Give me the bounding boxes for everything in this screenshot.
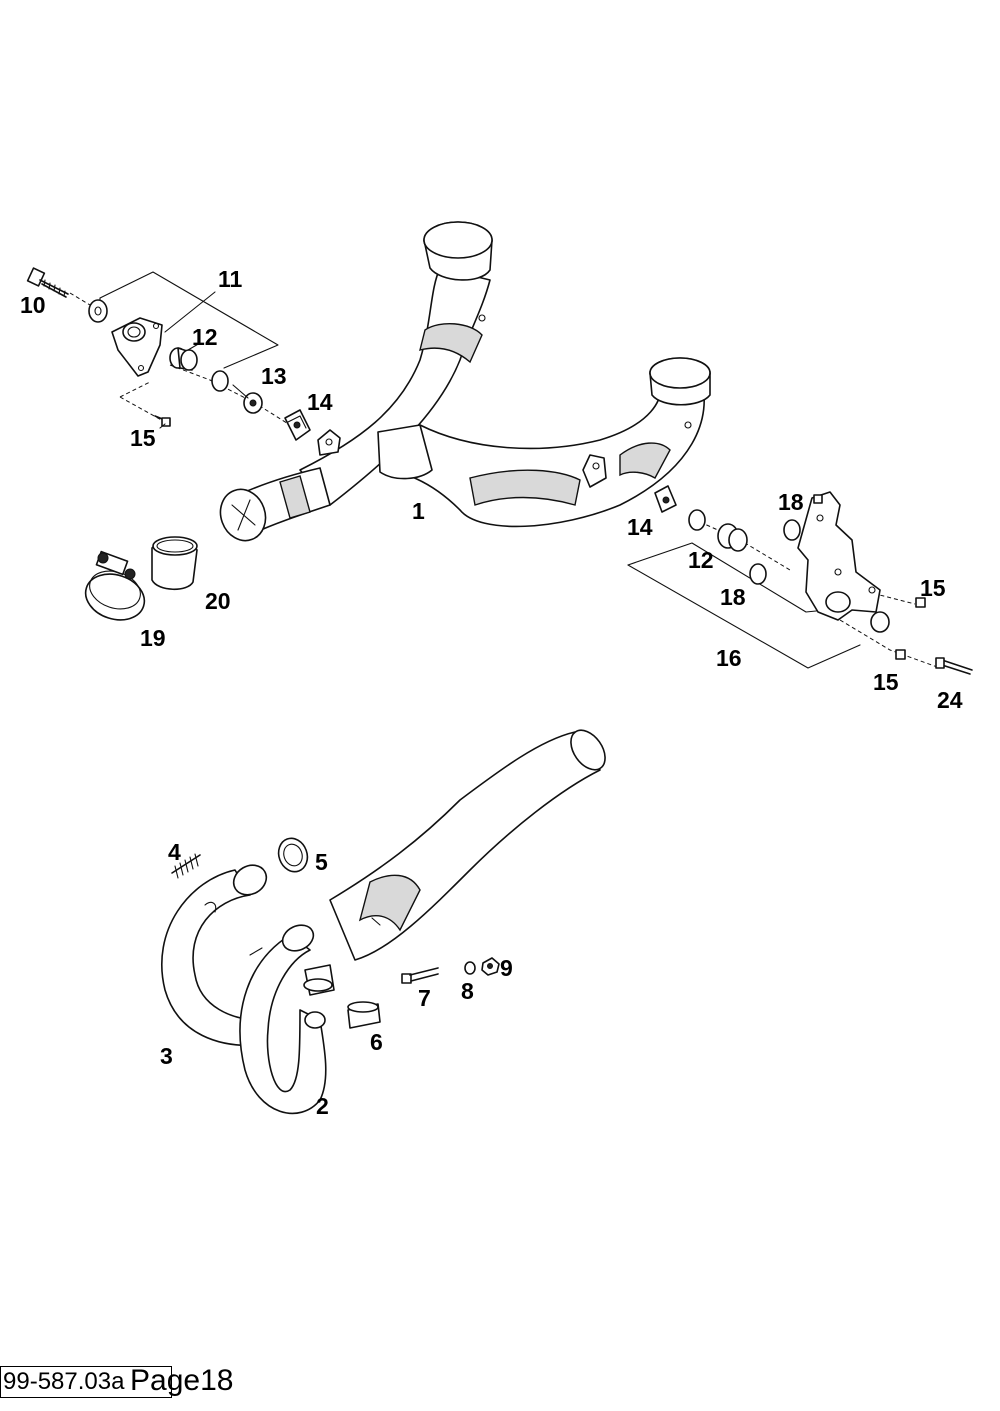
part-label-8: 8 (461, 978, 474, 1004)
right-mount-hardware (627, 485, 973, 675)
part-label-24: 24 (937, 687, 963, 713)
gasket-part-5 (277, 837, 309, 873)
part-label-1: 1 (412, 498, 425, 524)
bolt-part-10 (26, 267, 69, 298)
part-label-13: 13 (261, 363, 287, 389)
bolt-part-7 (401, 967, 439, 984)
part-label-14-right: 14 (627, 514, 653, 540)
document-code: 99-587.03a (0, 1366, 172, 1398)
part-label-7: 7 (418, 985, 431, 1011)
part-label-15-right-lower: 15 (873, 669, 899, 695)
part-label-20: 20 (205, 588, 231, 614)
nut-part-9 (481, 957, 500, 976)
part-label-10: 10 (20, 292, 46, 318)
part-label-15-right-upper: 15 (920, 575, 946, 601)
part-label-11: 11 (218, 266, 243, 292)
part-label-5: 5 (315, 849, 328, 875)
clip-nut-part-14-left (284, 409, 311, 441)
left-mount-hardware (26, 267, 311, 441)
page-number: Page18 (130, 1364, 234, 1397)
leader-lines (159, 291, 249, 429)
part-label-19: 19 (140, 625, 166, 651)
part-label-3: 3 (160, 1043, 173, 1069)
part-number-labels: 1 2 3 4 5 6 7 8 9 10 11 12 12 13 14 14 1… (20, 266, 963, 1119)
page-footer: 99-587.03a Page18 (0, 1364, 260, 1400)
part-label-9: 9 (500, 955, 513, 981)
muffler-assembly-part (219, 221, 711, 542)
part-label-2: 2 (316, 1093, 329, 1119)
part-label-12-right: 12 (688, 547, 714, 573)
header-pipe-part-2-3 (160, 729, 606, 1115)
part-label-14-left: 14 (307, 389, 333, 415)
part-label-12-left: 12 (192, 324, 218, 350)
part-label-18-upper: 18 (778, 489, 804, 515)
plate-part-11 (111, 317, 163, 377)
part-label-4: 4 (168, 839, 181, 865)
part-label-6: 6 (370, 1029, 383, 1055)
sleeve-part-20 (151, 536, 198, 591)
part-label-15-left: 15 (130, 425, 156, 451)
sleeve-part-6 (347, 1001, 381, 1029)
rubber-part-12-left (169, 347, 198, 371)
part-label-18-lower: 18 (720, 584, 746, 610)
bracket-part-16 (797, 491, 881, 621)
clamp-part-19 (84, 550, 146, 621)
part-label-16: 16 (716, 645, 742, 671)
washer-part-8 (464, 961, 476, 975)
spring-part-4 (171, 853, 201, 879)
